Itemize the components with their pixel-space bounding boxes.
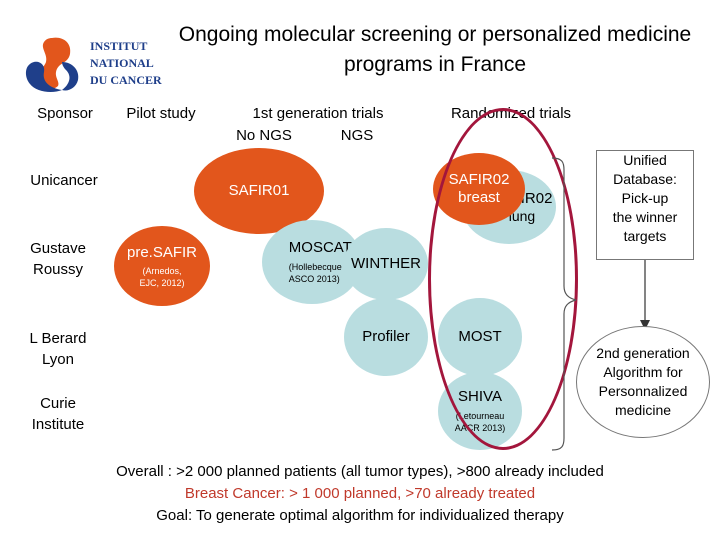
footer-breast: Breast Cancer: > 1 000 planned, >70 alre… [184,485,536,502]
trial-safir01: SAFIR01 [194,148,324,234]
randomized-highlight-ring [428,108,578,450]
col-head-pilot: Pilot study [126,105,196,122]
institut-logo: INSTITUT NATIONAL DU CANCER [22,30,172,100]
trial-profiler: Profiler [344,298,428,376]
row-label-unicancer: Unicancer [30,172,98,189]
arrow-down-icon [640,260,650,330]
col-head-ngs: NGS [340,127,374,144]
col-head-sponsor: Sponsor [37,105,93,122]
second-gen-algorithm: 2nd generation Algorithm for Personnaliz… [576,326,710,438]
footer-overall: Overall : >2 000 planned patients (all t… [116,463,604,480]
logo-line-3: DU CANCER [90,73,162,87]
logo-line-2: NATIONAL [90,56,154,70]
logo-line-1: INSTITUT [90,39,148,53]
page-title: Ongoing molecular screening or personali… [178,23,692,76]
col-head-first-gen: 1st generation trials [252,105,384,122]
footer-goal: Goal: To generate optimal algorithm for … [156,507,564,524]
logo-emblem-icon [25,37,79,92]
unified-database-box: Unified Database: Pick-up the winner tar… [596,150,694,260]
grouping-bracket-icon [551,157,577,451]
trial-presafir: pre.SAFIR (Arnedos, EJC, 2012) [114,226,210,306]
col-head-no-ngs: No NGS [236,127,292,144]
trial-winther: WINTHER [344,228,428,300]
trial-moscato: MOSCATO (Hollebecque ASCO 2013) [262,220,363,304]
